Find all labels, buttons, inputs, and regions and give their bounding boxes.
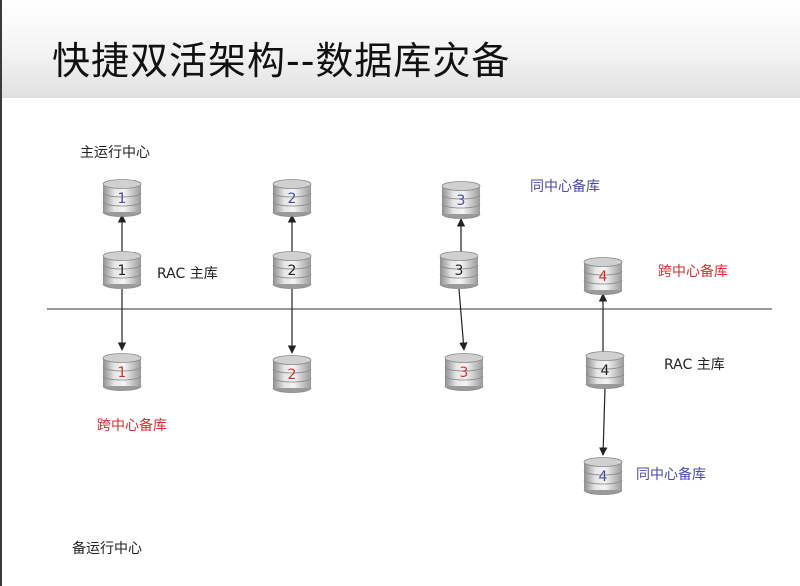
arrow-4-primary-to-bottom (599, 387, 608, 456)
db-2-top: 2 (272, 179, 312, 217)
db-3-top: 3 (441, 181, 481, 219)
standby-center-label: 备运行中心 (72, 540, 142, 557)
db-number: 4 (601, 363, 610, 379)
header-band (2, 0, 800, 98)
db-number: 1 (118, 191, 127, 207)
db-number: 1 (118, 263, 127, 279)
primary-center-label: 主运行中心 (80, 145, 150, 161)
rac-primary-label-bottom: RAC 主库 (664, 357, 725, 373)
db-number: 2 (288, 191, 297, 207)
db-1-top: 1 (102, 179, 142, 217)
db-number: 4 (599, 269, 608, 285)
db-4-top: 4 (583, 257, 623, 295)
db-1-bottom: 1 (102, 353, 142, 391)
cross-center-standby-label-bottom: 跨中心备库 (97, 417, 167, 434)
db-number: 1 (118, 365, 127, 381)
db-number: 2 (288, 263, 297, 279)
db-2-bottom: 2 (272, 355, 312, 393)
db-3-primary: 3 (439, 251, 479, 289)
db-number: 2 (288, 367, 297, 383)
page-title: 快捷双活架构--数据库灾备 (52, 39, 511, 83)
db-number: 3 (457, 193, 466, 209)
db-number: 3 (460, 365, 469, 381)
db-number: 4 (599, 469, 608, 485)
db-number: 3 (455, 263, 464, 279)
connectors (117, 214, 608, 456)
cross-center-standby-label-top: 跨中心备库 (658, 263, 728, 280)
arrow-3-primary-to-bottom (458, 288, 468, 351)
db-4-bottom: 4 (583, 457, 623, 495)
same-center-standby-label-bottom: 同中心备库 (636, 466, 706, 483)
db-4-primary: 4 (585, 351, 625, 389)
rac-primary-label-top: RAC 主库 (157, 266, 218, 282)
same-center-standby-label-top: 同中心备库 (530, 178, 600, 195)
db-2-primary: 2 (272, 251, 312, 289)
db-3-bottom: 3 (444, 353, 484, 391)
db-1-primary: 1 (102, 251, 142, 289)
